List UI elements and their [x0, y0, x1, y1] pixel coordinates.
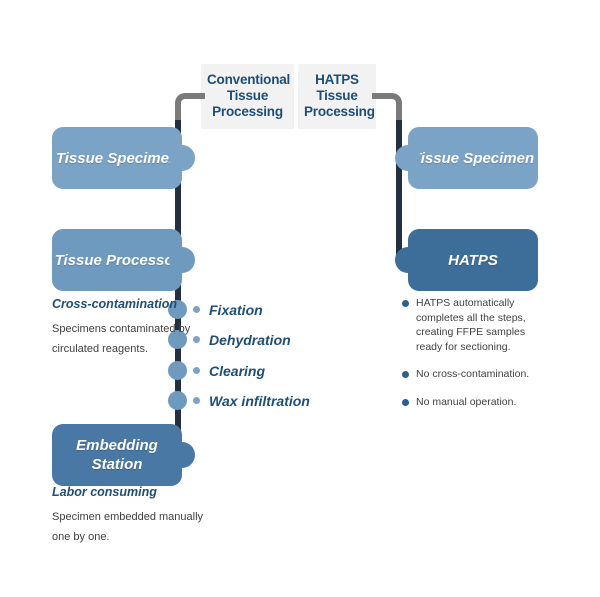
- step-label: Dehydration: [209, 331, 291, 348]
- header-label-conventional: Conventional Tissue Processing: [201, 64, 294, 129]
- box-embedding-station[interactable]: Embedding Station: [52, 424, 195, 486]
- bullet-icon: [193, 306, 200, 313]
- puzzle-nub-icon: [169, 247, 195, 273]
- step-item-dehydration[interactable]: Dehydration: [193, 330, 291, 349]
- box-hatps[interactable]: HATPS: [395, 229, 538, 291]
- box-label: Tissue Specimen: [55, 149, 179, 167]
- list-item: No manual operation.: [402, 395, 554, 410]
- annotation-title-cross-contamination: Cross-contamination: [52, 297, 178, 311]
- step-label: Clearing: [209, 362, 266, 379]
- annotation-body-labor-consuming: Specimen embedded manually one by one.: [52, 511, 204, 543]
- step-item-clearing[interactable]: Clearing: [193, 361, 265, 380]
- box-label: Tissue Specimen: [411, 149, 535, 167]
- box-tissue-processor[interactable]: Tissue Processor: [52, 229, 195, 291]
- benefit-text: HATPS automatically completes all the st…: [416, 297, 526, 353]
- box-label: Embedding Station: [76, 437, 158, 473]
- bullet-icon: [402, 398, 409, 406]
- bullet-icon: [402, 371, 409, 378]
- elbow-connector-right-icon: [372, 93, 402, 121]
- spine-dot-clearing: [168, 361, 187, 380]
- box-label: Tissue Processor: [54, 251, 180, 269]
- box-tissue-specimen-right[interactable]: Tissue Specimen: [395, 127, 538, 189]
- step-item-fixation[interactable]: Fixation: [193, 300, 263, 319]
- annotation-title-labor-consuming: Labor consuming: [52, 485, 157, 499]
- elbow-connector-left-icon: [175, 93, 205, 121]
- puzzle-nub-icon: [169, 145, 195, 171]
- bullet-icon: [193, 367, 200, 374]
- spine-dot-fixation: [168, 300, 187, 319]
- puzzle-nub-icon: [169, 442, 195, 468]
- spine-dot-dehydration: [168, 330, 187, 349]
- box-tissue-specimen-left[interactable]: Tissue Specimen: [52, 127, 195, 189]
- header-label-hatps: HATPS Tissue Processing: [298, 64, 376, 129]
- benefit-text: No manual operation.: [416, 395, 517, 408]
- benefit-text: No cross-contamination.: [416, 368, 530, 380]
- annotation-body-cross-contamination: Specimens contaminated by circulated rea…: [52, 323, 191, 355]
- workflow-spine-right: [396, 120, 402, 262]
- puzzle-nub-icon: [395, 145, 421, 171]
- bullet-icon: [402, 300, 409, 307]
- bullet-icon: [193, 397, 200, 404]
- step-label: Wax infiltration: [209, 392, 310, 409]
- puzzle-nub-icon: [395, 247, 421, 273]
- step-item-wax-infiltration[interactable]: Wax infiltration: [193, 391, 310, 410]
- box-label: HATPS: [448, 251, 498, 269]
- list-item: HATPS automatically completes all the st…: [402, 296, 554, 354]
- benefits-list: HATPS automatically completes all the st…: [402, 296, 554, 422]
- bullet-icon: [193, 336, 200, 343]
- spine-dot-wax-infiltration: [168, 391, 187, 410]
- list-item: No cross-contamination.: [402, 367, 554, 382]
- step-label: Fixation: [209, 301, 263, 318]
